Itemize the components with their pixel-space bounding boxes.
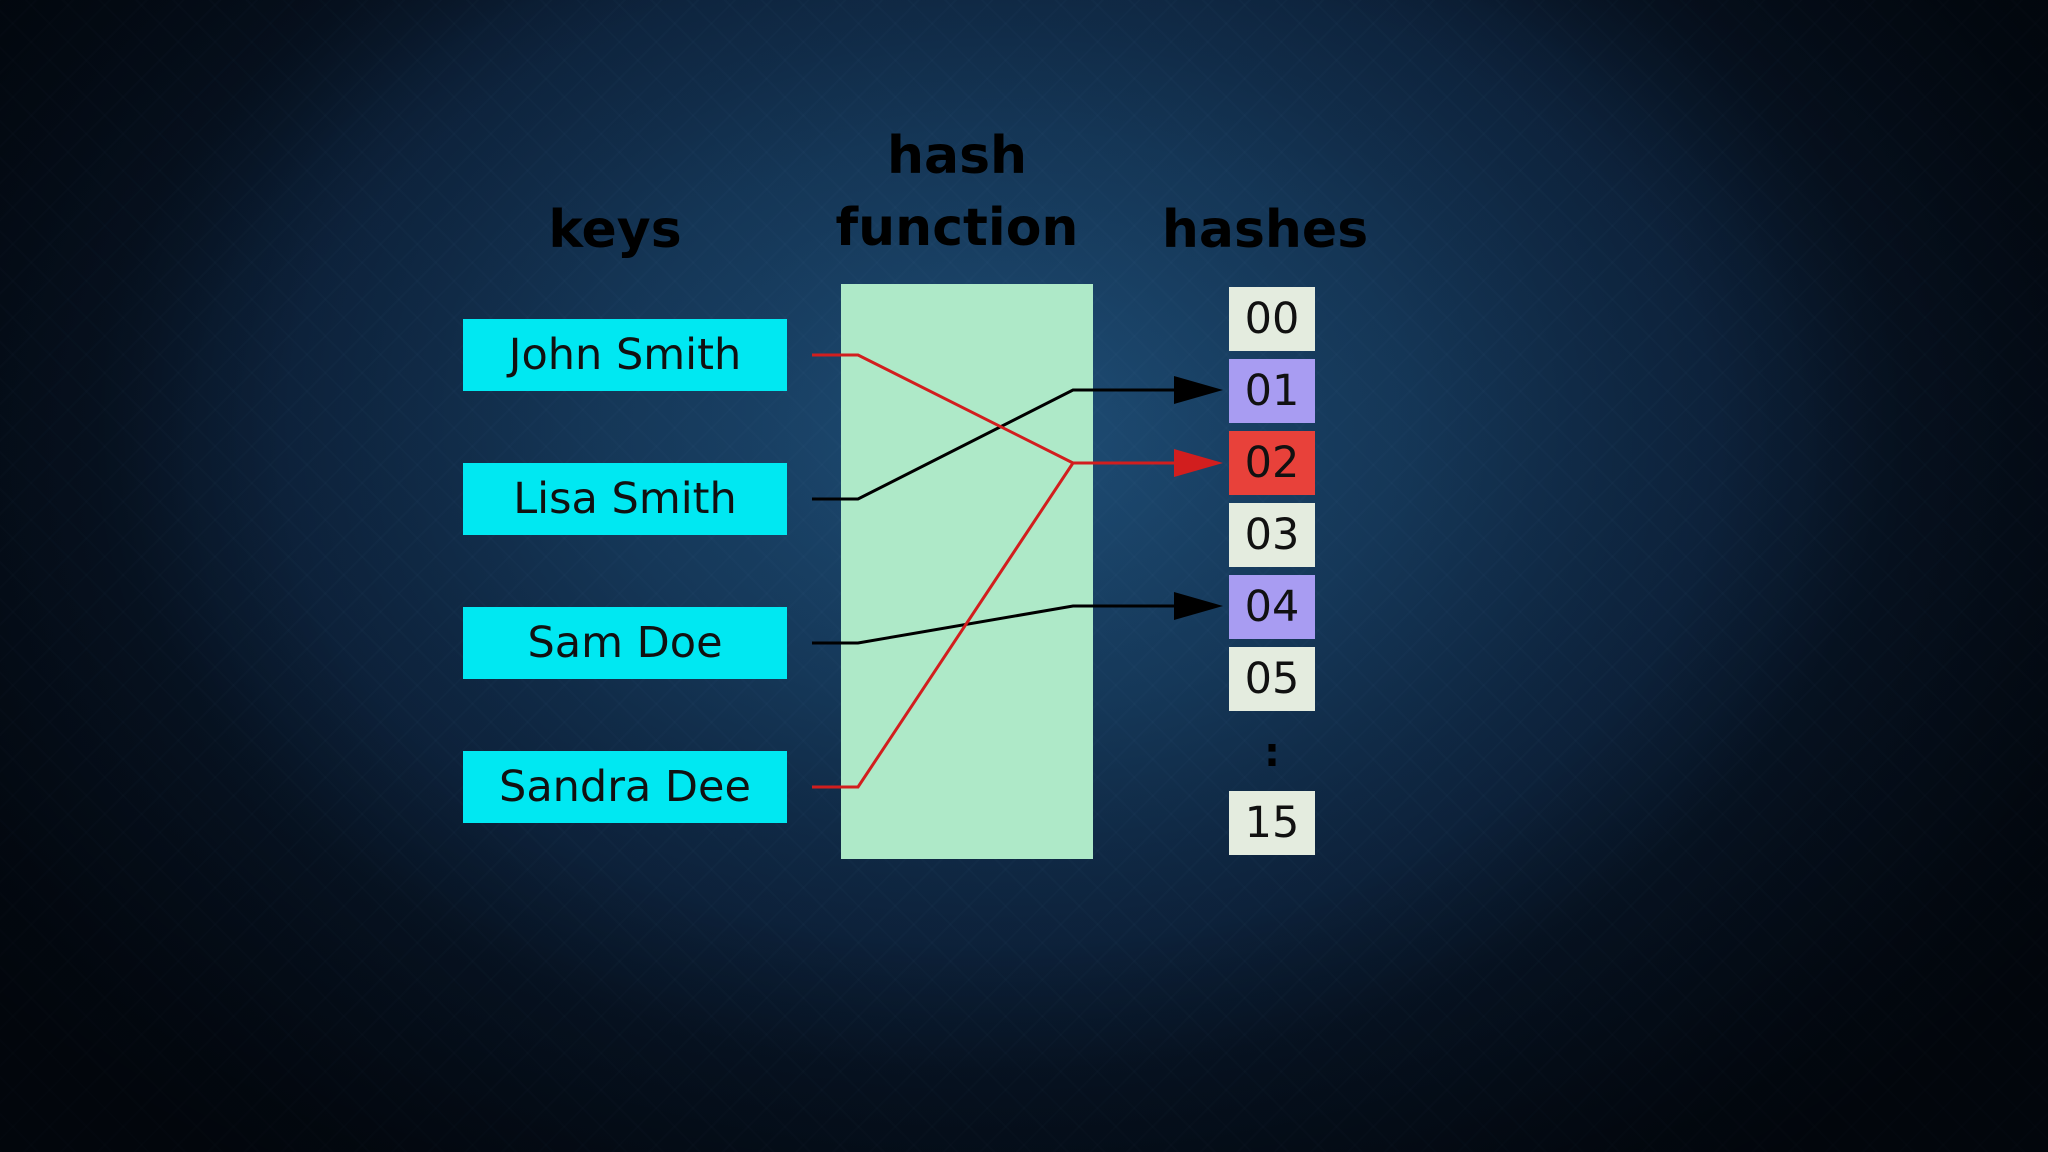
- arrowhead-02: [1174, 449, 1223, 477]
- hash-box-04: 04: [1229, 575, 1315, 639]
- key-box-sam-doe: Sam Doe: [463, 607, 787, 679]
- heading-keys: keys: [515, 194, 715, 266]
- hash-function-block: [841, 284, 1093, 859]
- key-label: Sam Doe: [527, 618, 723, 668]
- key-box-lisa-smith: Lisa Smith: [463, 463, 787, 535]
- hash-box-00: 00: [1229, 287, 1315, 351]
- hash-label: 15: [1244, 798, 1300, 848]
- hash-label: 01: [1244, 366, 1300, 416]
- connector-lisa-smith-to-01: [812, 388, 1180, 501]
- hash-ellipsis: :: [1264, 730, 1280, 776]
- connector-sam-doe-to-04: [812, 604, 1180, 645]
- key-label: John Smith: [508, 330, 742, 380]
- key-box-john-smith: John Smith: [463, 319, 787, 391]
- hash-label: 00: [1244, 294, 1300, 344]
- connector-john-smith-to-02: [812, 353, 1180, 465]
- hash-box-01: 01: [1229, 359, 1315, 423]
- key-label: Sandra Dee: [499, 762, 751, 812]
- heading-hash-function-line2: function: [835, 198, 1079, 258]
- hash-label: 02: [1244, 438, 1300, 488]
- hash-box-15: 15: [1229, 791, 1315, 855]
- heading-hashes: hashes: [1140, 194, 1390, 266]
- hash-label: 04: [1244, 582, 1300, 632]
- heading-hash-function-line1: hash: [886, 126, 1028, 186]
- heading-keys-label: keys: [548, 200, 682, 260]
- heading-hashes-label: hashes: [1161, 200, 1369, 260]
- key-label: Lisa Smith: [513, 474, 737, 524]
- hash-label: 05: [1244, 654, 1300, 704]
- key-box-sandra-dee: Sandra Dee: [463, 751, 787, 823]
- connector-sandra-dee-to-02: [812, 462, 1075, 789]
- hash-box-05: 05: [1229, 647, 1315, 711]
- arrowhead-01: [1174, 376, 1223, 404]
- hash-box-03: 03: [1229, 503, 1315, 567]
- hash-box-02: 02: [1229, 431, 1315, 495]
- hash-label: 03: [1244, 510, 1300, 560]
- arrowhead-04: [1174, 592, 1223, 620]
- heading-hash-function: hash function: [812, 120, 1102, 264]
